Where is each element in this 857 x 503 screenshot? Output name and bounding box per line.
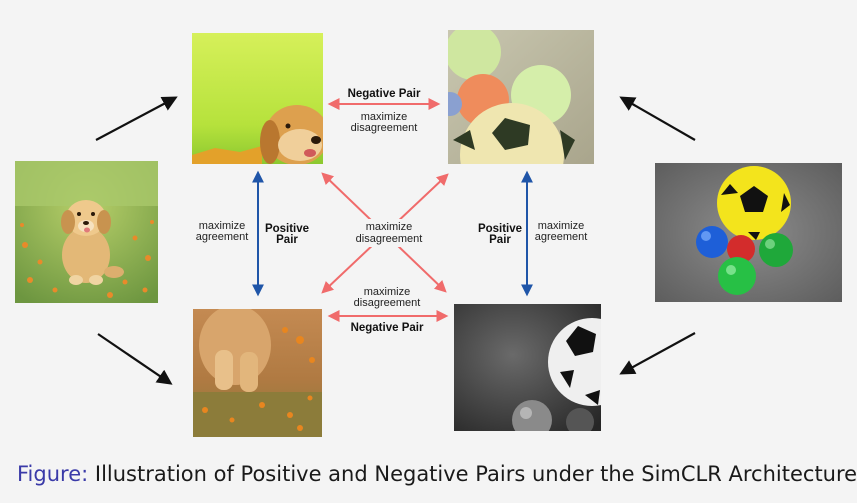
negative-pair-label-top: Negative Pair bbox=[348, 88, 421, 100]
maximize-label-bottom: maximize bbox=[364, 286, 410, 298]
pair-label-left: Pair bbox=[276, 234, 298, 246]
positive-label-right: Positive bbox=[478, 223, 522, 235]
arrow-balls-to-bottom bbox=[619, 332, 696, 375]
maximize-label-top: maximize bbox=[361, 111, 407, 123]
maximize-label-left: maximize bbox=[199, 220, 245, 232]
puppy-crop-top-image bbox=[192, 33, 323, 164]
puppy-crop-bottom-image bbox=[193, 309, 322, 437]
caption-text: Illustration of Positive and Negative Pa… bbox=[88, 462, 857, 486]
positive-label-left: Positive bbox=[265, 223, 309, 235]
arrow-puppy-to-bottom bbox=[97, 333, 173, 385]
arrow-puppy-to-top bbox=[95, 96, 178, 141]
balls-original-image bbox=[655, 163, 842, 302]
maximize-label-center: maximize bbox=[366, 221, 412, 233]
negative-pair-label-bottom: Negative Pair bbox=[351, 322, 424, 334]
disagreement-label-center: disagreement bbox=[356, 233, 423, 245]
arrow-balls-to-top bbox=[619, 96, 696, 141]
caption-prefix: Figure: bbox=[17, 462, 89, 486]
disagreement-label-bottom: disagreement bbox=[354, 297, 421, 309]
puppy-original-image bbox=[15, 161, 158, 303]
agreement-label-left: agreement bbox=[196, 231, 249, 243]
maximize-label-right: maximize bbox=[538, 220, 584, 232]
balls-crop-top-image bbox=[448, 30, 594, 164]
agreement-label-right: agreement bbox=[535, 231, 588, 243]
figure-caption: Figure: Illustration of Positive and Neg… bbox=[17, 462, 857, 486]
disagreement-label-top: disagreement bbox=[351, 122, 418, 134]
pair-label-right: Pair bbox=[489, 234, 511, 246]
balls-crop-bottom-image bbox=[454, 304, 601, 431]
